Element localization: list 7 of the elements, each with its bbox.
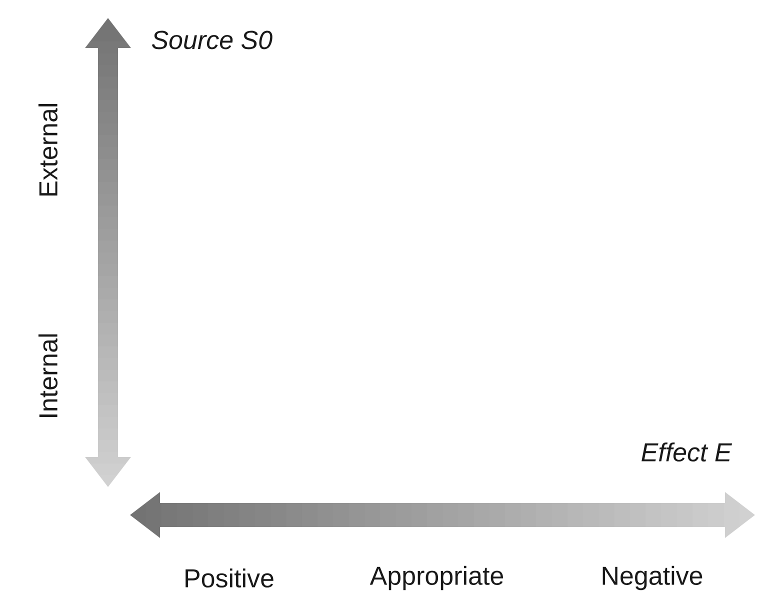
axis-label: Source S0 <box>152 30 272 50</box>
axis-label: External <box>38 104 58 196</box>
axis-label: Negative <box>602 566 702 590</box>
axis-label: Effect E <box>642 442 732 462</box>
axis-label: Positive <box>186 568 274 588</box>
axis-label: Appropriate <box>370 566 504 590</box>
axis-label: Internal <box>38 334 58 417</box>
